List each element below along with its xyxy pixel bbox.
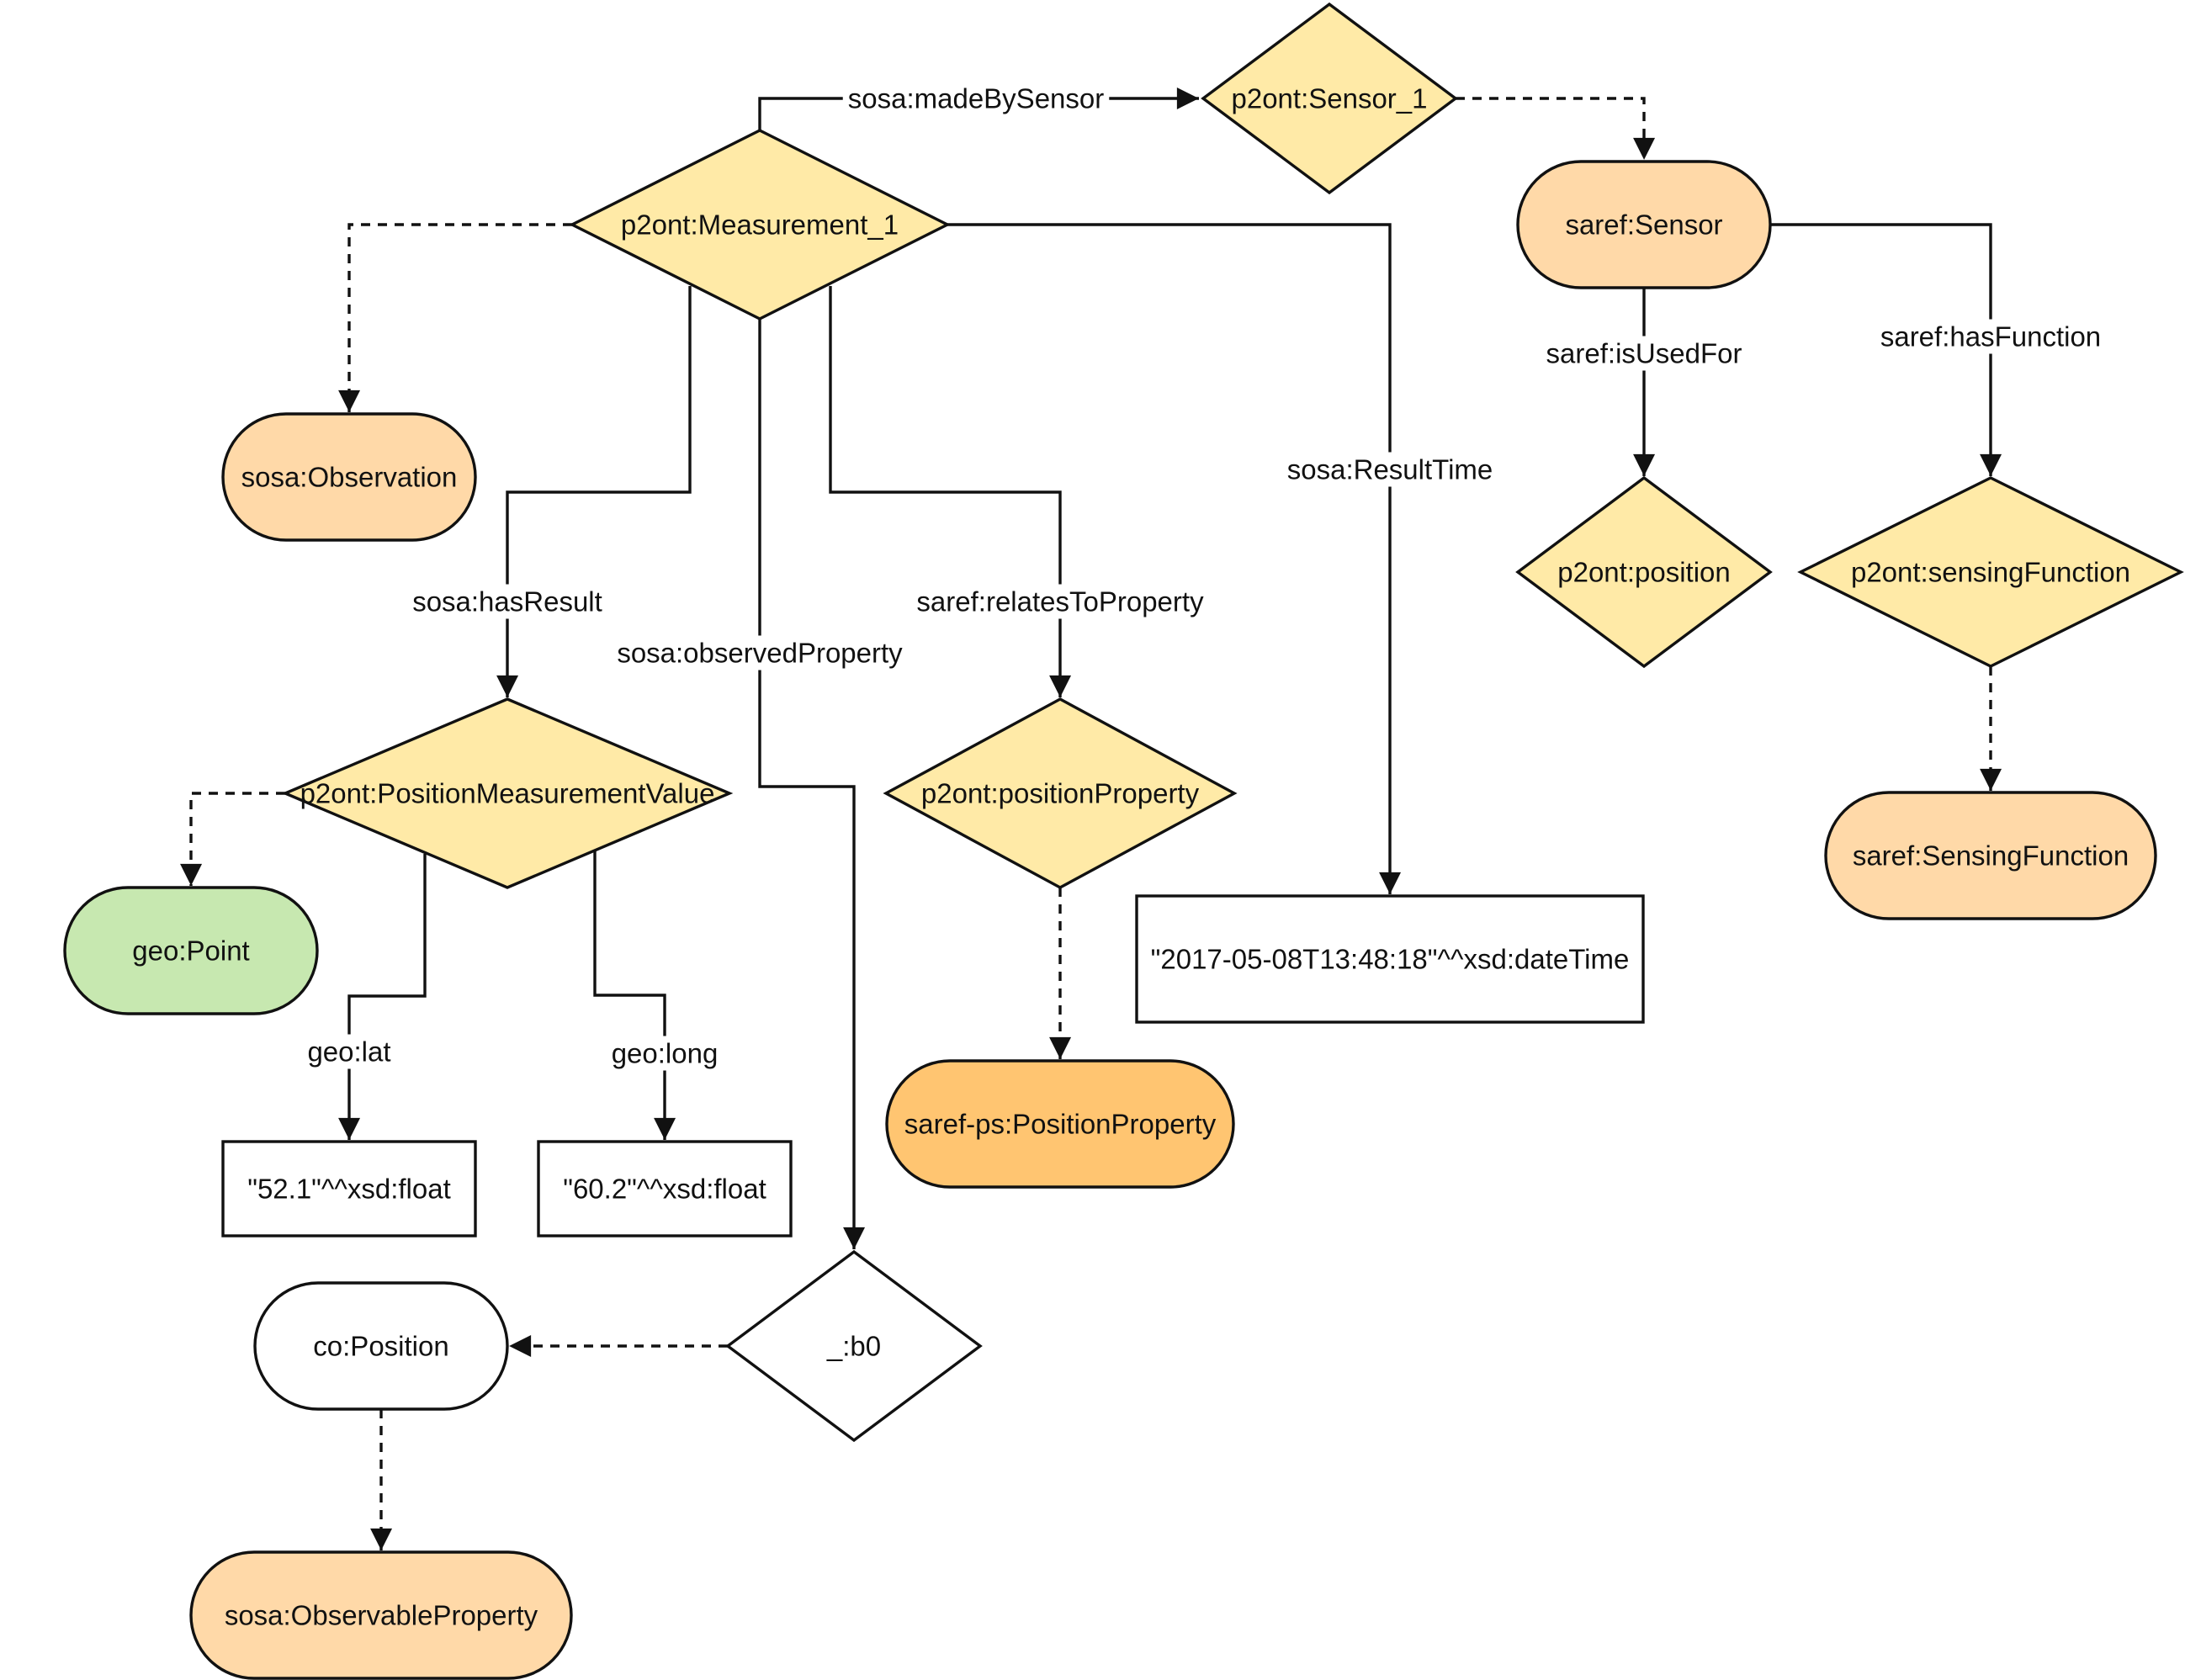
edge-result-time bbox=[947, 223, 1402, 894]
node-measurement-1: p2ont:Measurement_1 bbox=[569, 129, 951, 321]
node-shape bbox=[221, 412, 477, 542]
edge-label-text: sosa:hasResult bbox=[412, 586, 602, 617]
edge-label-text: geo:long bbox=[612, 1038, 719, 1069]
edge-label-background bbox=[1281, 452, 1498, 487]
edge-geo-long bbox=[593, 851, 676, 1140]
node-co-position: co:Position bbox=[253, 1281, 509, 1411]
edge-label-background bbox=[911, 584, 1210, 619]
edge-label-background bbox=[606, 1036, 724, 1071]
node-sensor-1: p2ont:Sensor_1 bbox=[1201, 2, 1458, 195]
node-sosa-observable-property: sosa:ObservableProperty bbox=[189, 1550, 573, 1680]
node-shape bbox=[885, 1059, 1235, 1189]
node-blank-b0: _:b0 bbox=[725, 1249, 983, 1443]
edge-label-text: geo:lat bbox=[307, 1036, 390, 1068]
edge-label-background bbox=[407, 584, 607, 619]
node-shape bbox=[725, 1249, 983, 1443]
node-label: saref-ps:PositionProperty bbox=[904, 1109, 1217, 1140]
edge-labels-layer: sosa:madeBySensor sosa:ResultTime sosa:has… bbox=[302, 81, 2107, 1071]
edge-label-background bbox=[302, 1034, 396, 1069]
node-position-measurement-value: p2ont:PositionMeasurementValue bbox=[281, 697, 734, 889]
node-label: p2ont:PositionMeasurementValue bbox=[300, 778, 715, 809]
edge-label-relates-to-property: saref:relatesToProperty bbox=[911, 584, 1210, 619]
node-sensing-function: p2ont:sensingFunction bbox=[1797, 476, 2184, 668]
node-lat-value: "52.1"^^xsd:float bbox=[221, 1140, 477, 1237]
node-saref-ps-position-property: saref-ps:PositionProperty bbox=[885, 1059, 1235, 1189]
node-label: p2ont:sensingFunction bbox=[1851, 557, 2130, 588]
node-label: p2ont:Measurement_1 bbox=[621, 209, 899, 241]
node-shape bbox=[1824, 791, 2157, 920]
edge-label-text: sosa:madeBySensor bbox=[848, 83, 1105, 114]
node-label: saref:Sensor bbox=[1565, 209, 1722, 241]
node-shape bbox=[1135, 894, 1645, 1024]
edge-measurement-type bbox=[338, 223, 572, 412]
node-shape bbox=[569, 129, 951, 321]
node-label: saref:SensingFunction bbox=[1853, 840, 2129, 872]
node-shape bbox=[1516, 160, 1772, 289]
edge-label-made-by-sensor: sosa:madeBySensor bbox=[842, 81, 1110, 116]
node-label: p2ont:position bbox=[1557, 557, 1731, 588]
node-shape bbox=[63, 886, 319, 1015]
node-shape bbox=[1201, 2, 1458, 195]
edge-label-background bbox=[1541, 336, 1747, 371]
node-shape bbox=[221, 1140, 477, 1237]
node-label: "60.2"^^xsd:float bbox=[563, 1174, 766, 1205]
node-label: sosa:ObservableProperty bbox=[225, 1600, 538, 1631]
edge-sensor-type bbox=[1456, 97, 1656, 160]
node-saref-sensing-function: saref:SensingFunction bbox=[1824, 791, 2157, 920]
edge-label-is-used-for: saref:isUsedFor bbox=[1541, 336, 1747, 371]
node-shape bbox=[1515, 475, 1773, 669]
node-label: "2017-05-08T13:48:18"^^xsd:dateTime bbox=[1151, 944, 1630, 975]
edges-layer bbox=[180, 87, 2002, 1550]
node-label: co:Position bbox=[313, 1331, 448, 1362]
node-result-time-value: "2017-05-08T13:48:18"^^xsd:dateTime bbox=[1135, 894, 1645, 1024]
nodes-layer: p2ont:Measurement_1 p2ont:Sensor_1 saref:S… bbox=[63, 2, 2184, 1680]
edge-label-background bbox=[1875, 319, 2107, 354]
node-position: p2ont:position bbox=[1515, 475, 1773, 669]
edge-label-text: sosa:ResultTime bbox=[1287, 454, 1493, 485]
edge-label-has-result: sosa:hasResult bbox=[407, 584, 607, 619]
edge-label-background bbox=[612, 635, 909, 670]
edge-label-text: saref:isUsedFor bbox=[1546, 338, 1742, 369]
node-shape bbox=[189, 1550, 573, 1680]
edge-label-geo-lat: geo:lat bbox=[302, 1034, 396, 1069]
edge-label-geo-long: geo:long bbox=[606, 1036, 724, 1071]
node-shape bbox=[537, 1140, 793, 1237]
edge-label-background bbox=[842, 81, 1110, 116]
node-saref-sensor: saref:Sensor bbox=[1516, 160, 1772, 289]
edge-label-text: saref:hasFunction bbox=[1880, 321, 2101, 352]
edge-label-text: saref:relatesToProperty bbox=[916, 586, 1204, 617]
node-long-value: "60.2"^^xsd:float bbox=[537, 1140, 793, 1237]
node-label: geo:Point bbox=[132, 935, 249, 967]
node-label: "52.1"^^xsd:float bbox=[247, 1174, 451, 1205]
node-label: _:b0 bbox=[826, 1331, 881, 1362]
node-position-property: p2ont:positionProperty bbox=[883, 697, 1238, 889]
node-shape bbox=[1797, 476, 2184, 668]
node-shape bbox=[253, 1281, 509, 1411]
edge-label-result-time: sosa:ResultTime bbox=[1281, 452, 1498, 487]
node-shape bbox=[281, 697, 734, 889]
node-sosa-observation: sosa:Observation bbox=[221, 412, 477, 542]
edge-label-text: sosa:observedProperty bbox=[617, 638, 903, 669]
edge-has-function bbox=[1770, 223, 2002, 476]
edge-label-has-function: saref:hasFunction bbox=[1875, 319, 2107, 354]
edge-value-type bbox=[180, 792, 285, 886]
edge-label-observed-property: sosa:observedProperty bbox=[612, 635, 909, 670]
node-label: sosa:Observation bbox=[241, 462, 458, 493]
node-label: p2ont:Sensor_1 bbox=[1231, 83, 1427, 114]
node-geo-point: geo:Point bbox=[63, 886, 319, 1015]
node-label: p2ont:positionProperty bbox=[921, 778, 1200, 809]
node-shape bbox=[883, 697, 1238, 889]
edge-observed-property bbox=[758, 320, 866, 1249]
edge-geo-lat bbox=[338, 854, 427, 1140]
